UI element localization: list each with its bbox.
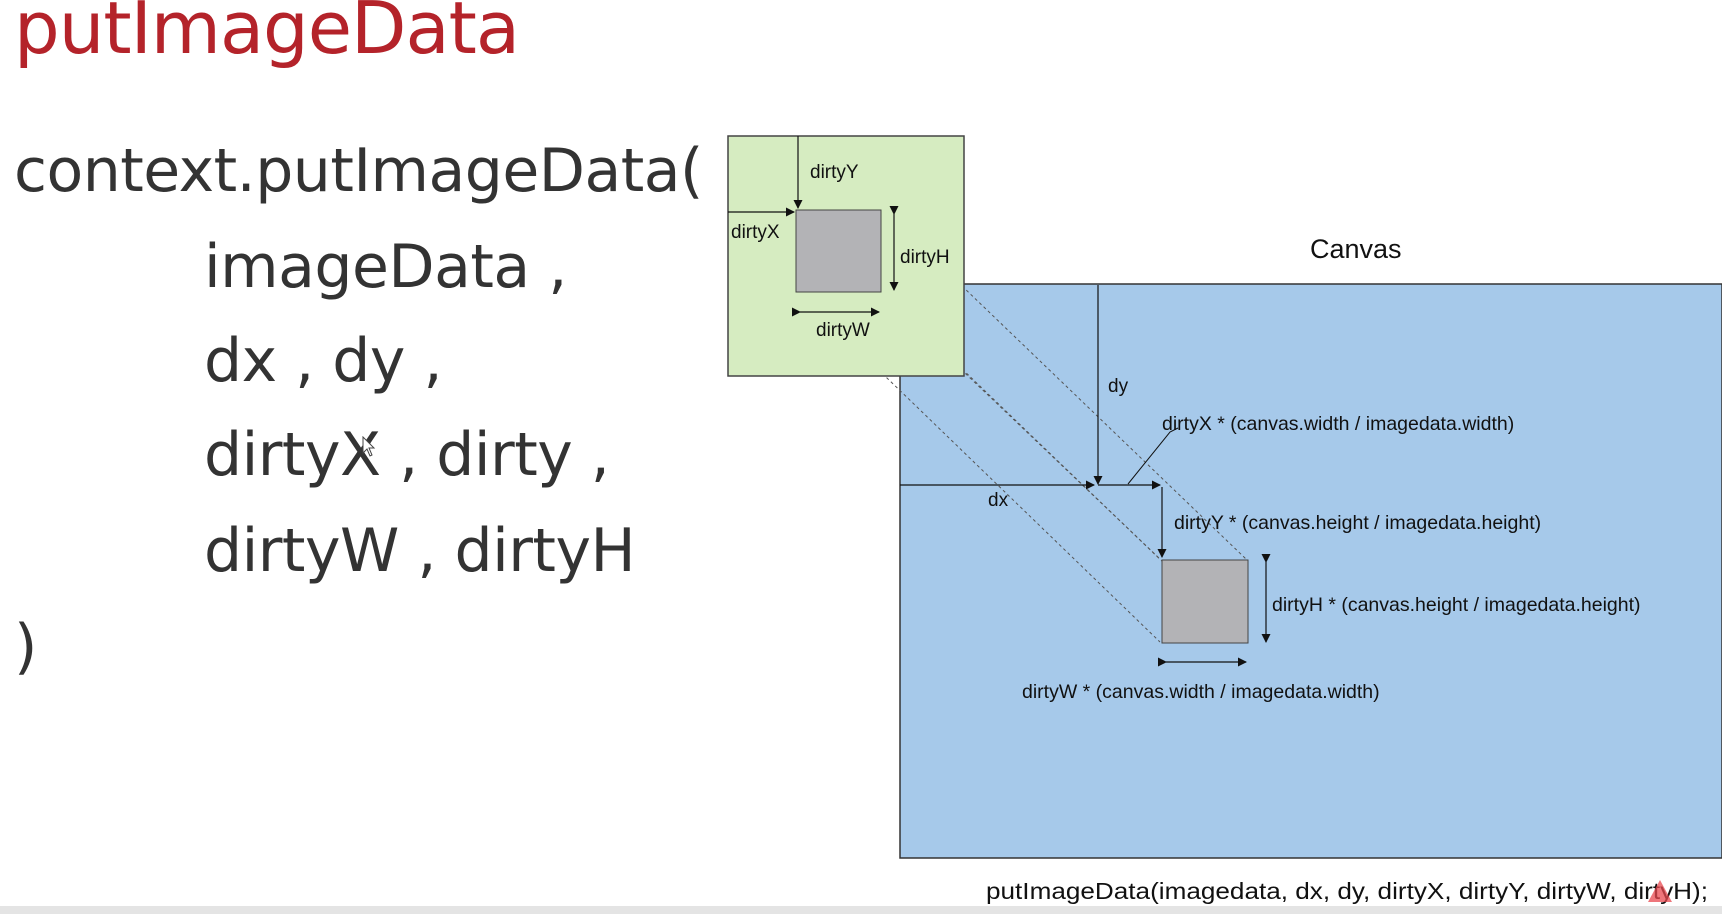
label-dirtyw-scaled: dirtyW * (canvas.width / imagedata.width… bbox=[1022, 681, 1380, 703]
label-dx: dx bbox=[988, 490, 1009, 511]
canvas-area bbox=[899, 283, 1722, 859]
bottom-bar bbox=[0, 906, 1722, 914]
label-dirtyw: dirtyW bbox=[816, 320, 870, 341]
diagram-caption: putImageData(imagedata, dx, dy, dirtyX, … bbox=[986, 878, 1708, 904]
label-dirtyh: dirtyH bbox=[900, 247, 950, 268]
code-line-dirtyw-dirtyh: dirtyW , dirtyH bbox=[204, 516, 636, 586]
label-dirtyy-scaled: dirtyY * (canvas.height / imagedata.heig… bbox=[1174, 512, 1541, 534]
label-dy: dy bbox=[1108, 376, 1129, 397]
code-line-dx-dy: dx , dy , bbox=[204, 326, 443, 396]
label-dirtyx: dirtyX bbox=[731, 222, 780, 243]
imagedata-dirty-rect bbox=[795, 209, 882, 293]
canvas-dirty-rect bbox=[1161, 559, 1249, 644]
canvas-label: Canvas bbox=[1310, 234, 1402, 264]
code-line-imagedata: imageData , bbox=[204, 232, 567, 302]
code-line-dirtyx-dirtyy: dirtyX , dirty , bbox=[204, 420, 610, 490]
mouse-cursor-icon bbox=[362, 436, 376, 457]
dirtyx-leader-line bbox=[1127, 427, 1179, 485]
slide-title: putImageData bbox=[14, 0, 520, 70]
watermark-icon bbox=[1648, 880, 1672, 902]
code-line-close-paren: ) bbox=[14, 612, 37, 682]
label-dirtyx-scaled: dirtyX * (canvas.width / imagedata.width… bbox=[1162, 413, 1514, 435]
label-dirtyy: dirtyY bbox=[810, 162, 859, 183]
code-line-call: context.putImageData( bbox=[14, 136, 703, 206]
label-dirtyh-scaled: dirtyH * (canvas.height / imagedata.heig… bbox=[1272, 594, 1641, 616]
